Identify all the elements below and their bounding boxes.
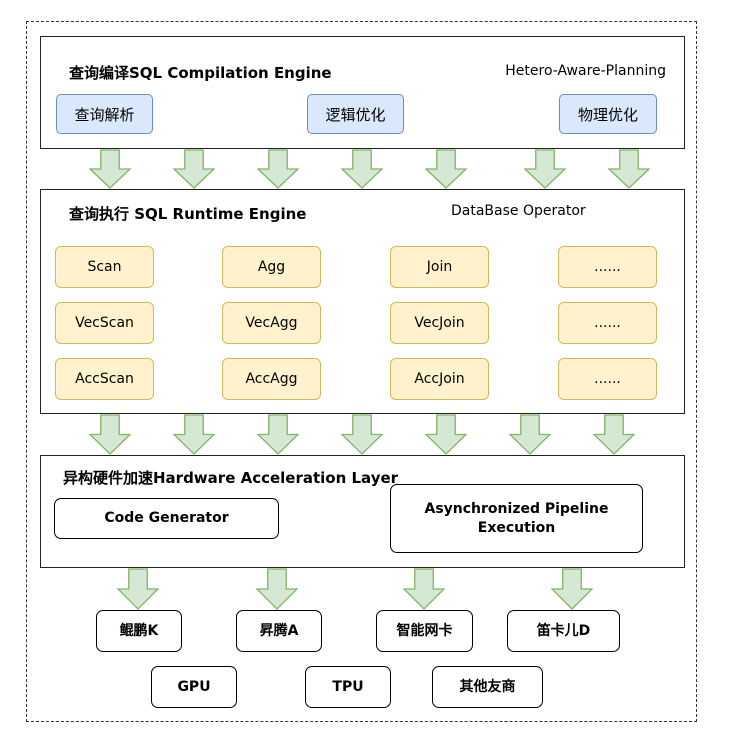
async-pipeline-box: Asynchronized Pipeline Execution — [390, 484, 643, 553]
operator-agg: Agg — [222, 246, 321, 288]
runtime-layer-title: 查询执行 SQL Runtime Engine — [69, 205, 307, 223]
operator-accagg: AccAgg — [222, 358, 321, 400]
async-pipeline-line1: Asynchronized Pipeline — [424, 500, 609, 517]
flow-down-arrow — [509, 414, 551, 455]
diagram-boundary — [26, 21, 697, 722]
operator-vec-more: ...... — [558, 302, 657, 344]
flow-down-arrow — [425, 414, 467, 455]
flow-down-arrow — [524, 149, 566, 189]
flow-down-arrow — [341, 414, 383, 455]
device-ascend: 昇腾A — [236, 610, 322, 652]
flow-down-arrow — [403, 568, 445, 610]
flow-down-arrow — [89, 149, 131, 189]
flow-down-arrow — [608, 149, 650, 189]
runtime-layer-subtitle: DataBase Operator — [451, 203, 586, 219]
physical-optimization-box: 物理优化 — [559, 94, 657, 134]
code-generator-box: Code Generator — [54, 498, 279, 539]
compilation-layer: 查询编译SQL Compilation Engine Hetero-Aware-… — [40, 36, 685, 149]
device-kunpeng: 鲲鹏K — [96, 610, 182, 652]
flow-down-arrow — [257, 149, 299, 189]
runtime-layer: 查询执行 SQL Runtime Engine DataBase Operato… — [40, 189, 685, 414]
flow-down-arrow — [256, 568, 298, 610]
flow-down-arrow — [89, 414, 131, 455]
device-tpu: TPU — [305, 666, 391, 708]
flow-down-arrow — [173, 149, 215, 189]
hardware-layer-title: 异构硬件加速Hardware Acceleration Layer — [63, 469, 399, 487]
flow-down-arrow — [173, 414, 215, 455]
device-gpu: GPU — [151, 666, 237, 708]
flow-down-arrow — [257, 414, 299, 455]
operator-accjoin: AccJoin — [390, 358, 489, 400]
device-other-vendors: 其他友商 — [432, 666, 543, 708]
operator-vecagg: VecAgg — [222, 302, 321, 344]
logical-optimization-box: 逻辑优化 — [307, 94, 404, 134]
operator-scan: Scan — [55, 246, 154, 288]
query-parse-box: 查询解析 — [56, 94, 153, 134]
operator-more: ...... — [558, 246, 657, 288]
operator-acc-more: ...... — [558, 358, 657, 400]
device-smart-nic: 智能网卡 — [376, 610, 473, 652]
operator-accscan: AccScan — [55, 358, 154, 400]
operator-vecjoin: VecJoin — [390, 302, 489, 344]
operator-vecscan: VecScan — [55, 302, 154, 344]
flow-down-arrow — [593, 414, 635, 455]
hardware-layer: 异构硬件加速Hardware Acceleration Layer Code G… — [40, 455, 685, 568]
device-descartes: 笛卡儿D — [507, 610, 620, 652]
compilation-layer-subtitle: Hetero-Aware-Planning — [505, 63, 666, 79]
operator-join: Join — [390, 246, 489, 288]
flow-down-arrow — [117, 568, 159, 610]
flow-down-arrow — [425, 149, 467, 189]
flow-down-arrow — [341, 149, 383, 189]
async-pipeline-line2: Execution — [477, 519, 556, 536]
compilation-layer-title: 查询编译SQL Compilation Engine — [69, 64, 332, 82]
flow-down-arrow — [551, 568, 593, 610]
